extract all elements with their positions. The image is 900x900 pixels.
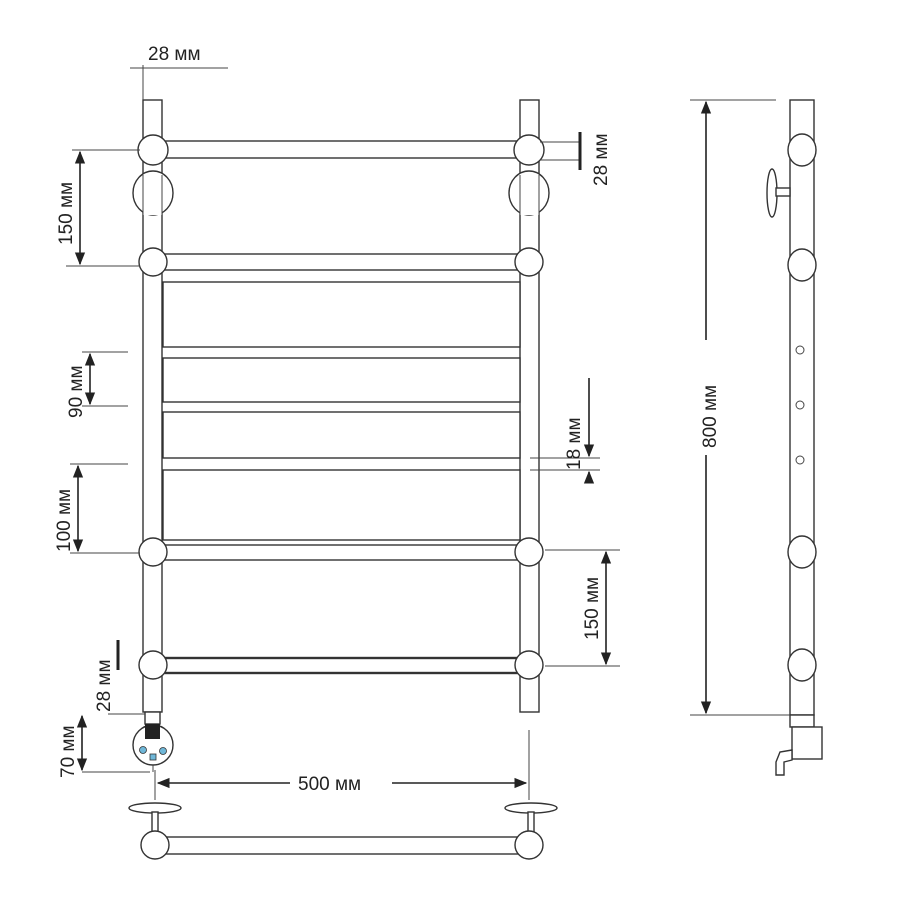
dim-panel-gap: 18 мм bbox=[564, 417, 585, 470]
rail bbox=[161, 253, 521, 271]
panel bbox=[162, 469, 521, 541]
rail bbox=[160, 656, 522, 675]
panel bbox=[162, 411, 521, 459]
rail bbox=[161, 544, 521, 561]
dim-spacing-100: 100 мм bbox=[54, 489, 75, 552]
flat-panels bbox=[162, 281, 521, 541]
dim-panel-height: 90 мм bbox=[66, 365, 87, 418]
dim-pipe-top: 28 мм bbox=[148, 44, 201, 65]
heater-button bbox=[139, 746, 147, 754]
bottom-view bbox=[128, 802, 558, 860]
rail bbox=[161, 140, 521, 159]
panel bbox=[162, 281, 521, 348]
dim-rail-spacing-bottom: 150 мм bbox=[582, 577, 603, 640]
dim-pipe-bottom: 28 мм bbox=[94, 659, 115, 712]
dim-rail-spacing-top: 150 мм bbox=[56, 182, 77, 245]
heater bbox=[132, 711, 174, 772]
joints bbox=[132, 134, 550, 680]
front-view bbox=[132, 99, 550, 772]
dim-width: 500 мм bbox=[298, 774, 361, 795]
side-view: 800 мм bbox=[690, 99, 823, 776]
heater-button bbox=[159, 747, 167, 755]
dim-height: 800 мм bbox=[700, 385, 721, 448]
heater-display bbox=[145, 724, 160, 739]
dim-pipe-right: 28 мм bbox=[591, 133, 612, 186]
dim-heater-offset: 70 мм bbox=[58, 725, 79, 778]
rails bbox=[160, 140, 522, 675]
panel bbox=[162, 357, 521, 403]
heater-button bbox=[149, 753, 157, 761]
front-dimensions: 28 мм 28 мм 150 мм 90 мм 18 мм 100 мм 15… bbox=[54, 44, 620, 800]
